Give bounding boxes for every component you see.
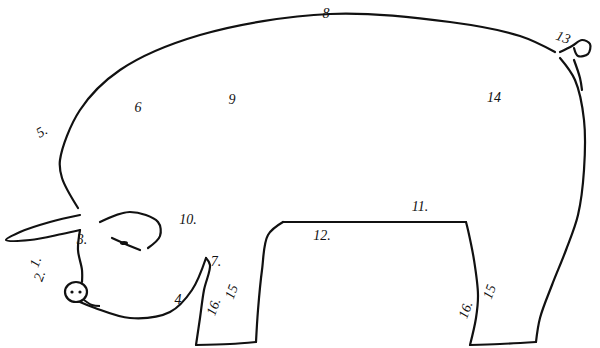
callout-number: 13 <box>554 29 572 47</box>
callout-number: 12. <box>313 229 331 243</box>
pig-outline <box>60 14 555 208</box>
callout-number: 16. <box>456 299 475 320</box>
callout-number: 6 <box>135 101 142 115</box>
pig-outline <box>283 221 466 223</box>
callout-number: 7. <box>211 255 222 269</box>
pig-outline <box>574 60 582 90</box>
pig-outline <box>196 342 256 345</box>
callout-number: 9 <box>229 93 236 107</box>
pig-outline <box>80 258 206 318</box>
nostril <box>78 290 81 293</box>
callout-number: 3. <box>77 233 88 247</box>
callout-number: 8 <box>323 7 330 21</box>
pig-outline <box>466 222 478 345</box>
pig-outline <box>112 238 140 250</box>
snout <box>65 282 87 302</box>
pig-outline <box>6 215 80 241</box>
callout-number: 16. <box>204 296 223 317</box>
callout-number: 15 <box>481 283 499 301</box>
eye <box>120 241 128 245</box>
callout-number: 11. <box>412 200 428 214</box>
callout-number: 14 <box>487 91 501 105</box>
pig-outline <box>100 212 161 248</box>
callout-number: 4 <box>175 293 182 307</box>
callout-number: 5. <box>34 123 50 140</box>
callout-number: 1. <box>28 255 45 270</box>
callout-number: 2. <box>32 269 49 284</box>
mouth <box>84 300 100 306</box>
callout-number: 10. <box>179 213 197 227</box>
pig-outline <box>470 342 536 345</box>
pig-outline <box>256 222 283 342</box>
pig-outline <box>536 58 585 342</box>
callout-number: 15 <box>223 283 241 301</box>
nostril <box>70 290 73 293</box>
